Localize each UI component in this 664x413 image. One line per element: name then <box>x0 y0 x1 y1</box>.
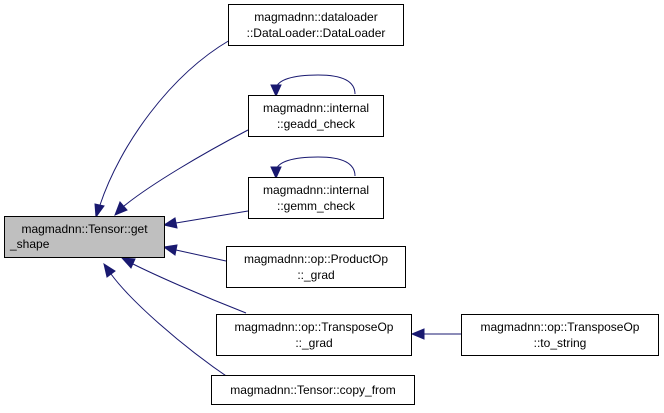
node-box-transpose-tostring <box>461 314 659 356</box>
node-box-transpose-grad <box>216 314 412 356</box>
node-box-gemm <box>248 177 384 219</box>
node-tensor-copy-from[interactable]: magmadnn::Tensor::copy_from <box>211 375 415 405</box>
node-productop-grad[interactable]: magmadnn::op::ProductOp ::_grad <box>226 246 406 288</box>
node-tensor-get-shape[interactable]: magmadnn::Tensor::get _shape <box>4 216 165 258</box>
edge-arrow-gemm-self <box>270 166 282 180</box>
edge-arrow-tostring <box>410 328 425 340</box>
edge-transpose-grad-to-root <box>132 263 247 314</box>
edge-arrow-gemm <box>162 217 178 229</box>
node-dataloader[interactable]: magmadnn::dataloader ::DataLoader::DataL… <box>228 4 404 46</box>
edge-arrow-geadd <box>114 201 128 216</box>
edge-geadd-self-loop <box>275 74 356 95</box>
node-gemm-line1: magmadnn::internal <box>263 183 369 197</box>
node-transpose-grad-line2: ::_grad <box>295 336 332 350</box>
edge-arrow-product-grad <box>162 244 178 256</box>
edge-arrow-geadd-self <box>270 84 282 98</box>
node-transposeop-grad[interactable]: magmadnn::op::TransposeOp ::_grad <box>216 314 412 356</box>
edge-arrow-copy-from <box>103 262 116 278</box>
node-box-product-grad <box>226 246 406 288</box>
edge-gemm-to-root <box>175 210 249 224</box>
node-geadd-check[interactable]: magmadnn::internal ::geadd_check <box>248 95 384 137</box>
node-transpose-tostring-line1: magmadnn::op::TransposeOp <box>481 320 640 334</box>
node-dataloader-line1: magmadnn::dataloader <box>254 10 377 24</box>
node-box-geadd <box>248 95 384 137</box>
node-root-line1: magmadnn::Tensor::get <box>21 222 148 236</box>
edge-product-grad-to-root <box>175 249 227 262</box>
node-box-root <box>4 216 165 258</box>
node-product-grad-line1: magmadnn::op::ProductOp <box>244 252 388 266</box>
edge-geadd-to-root <box>123 129 249 207</box>
edge-arrow-transpose-grad <box>120 257 136 269</box>
edge-dataloader-to-root <box>99 39 231 206</box>
node-box-copy-from <box>211 375 415 405</box>
node-gemm-check[interactable]: magmadnn::internal ::gemm_check <box>248 177 384 219</box>
node-transposeop-to-string[interactable]: magmadnn::op::TransposeOp ::to_string <box>461 314 659 356</box>
node-dataloader-line2: ::DataLoader::DataLoader <box>247 26 386 40</box>
node-geadd-line2: ::geadd_check <box>277 117 356 131</box>
node-transpose-grad-line1: magmadnn::op::TransposeOp <box>235 320 394 334</box>
edge-copy-from-to-root <box>110 273 233 381</box>
node-transpose-tostring-line2: ::to_string <box>534 336 587 350</box>
edge-arrow-dataloader <box>94 203 105 219</box>
node-root-line2: _shape <box>9 237 50 251</box>
node-product-grad-line2: ::_grad <box>297 268 334 282</box>
edges <box>94 39 461 381</box>
edge-gemm-self-loop <box>275 156 356 177</box>
node-copy-from-label: magmadnn::Tensor::copy_from <box>230 383 395 397</box>
node-gemm-line2: ::gemm_check <box>277 199 356 213</box>
node-geadd-line1: magmadnn::internal <box>263 101 369 115</box>
node-box-dataloader <box>228 4 404 46</box>
